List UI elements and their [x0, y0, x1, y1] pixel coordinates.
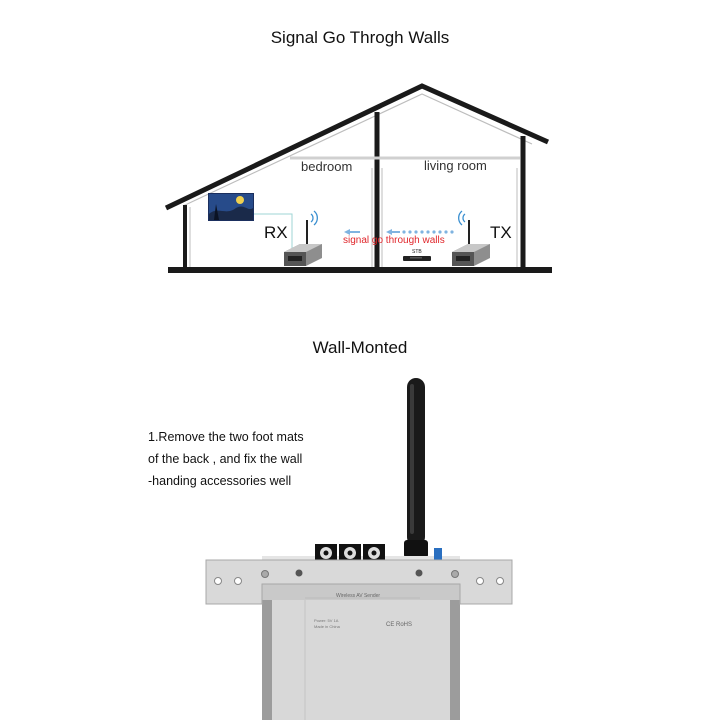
rx-wifi-icon [310, 210, 318, 226]
section-title-wall-mounted: Wall-Monted [312, 338, 408, 357]
wall-bracket [205, 559, 513, 605]
rca-connectors [315, 544, 442, 562]
tx-label: TX [490, 223, 512, 242]
tx-wifi-icon [458, 210, 466, 226]
device-marks: CE RoHS [386, 622, 412, 628]
instruction-line-3: -handing accessories well [148, 474, 292, 488]
instruction-line-2: of the back , and fix the wall [148, 452, 303, 466]
section-title-signal: Signal Go Throgh Walls [270, 28, 450, 47]
room-label-living-room: living room [424, 158, 487, 173]
antenna [404, 378, 428, 558]
floor [168, 267, 552, 273]
device-small-text-1: Power: 5V 1A [314, 618, 339, 623]
roof-inner-line [182, 93, 533, 207]
signal-label: signal go through walls [343, 235, 445, 246]
instructions-text: 1.Remove the two foot mats of the back ,… [148, 426, 348, 492]
rx-device [284, 220, 322, 266]
device-label: Wireless AV Sender [336, 593, 380, 599]
stb-label: STB [412, 249, 422, 255]
signal-arrow-right [386, 229, 454, 235]
tv-image [208, 193, 254, 221]
device-small-text-2: Made in China [314, 624, 341, 629]
signal-arrow-left [344, 229, 360, 235]
rx-label: RX [264, 223, 288, 242]
roof-outline [164, 83, 550, 211]
cable-tv-rx [254, 213, 293, 248]
tx-device [452, 220, 490, 266]
stb-box [403, 256, 431, 261]
instruction-line-1: 1.Remove the two foot mats [148, 430, 304, 444]
room-label-bedroom: bedroom [301, 159, 352, 174]
